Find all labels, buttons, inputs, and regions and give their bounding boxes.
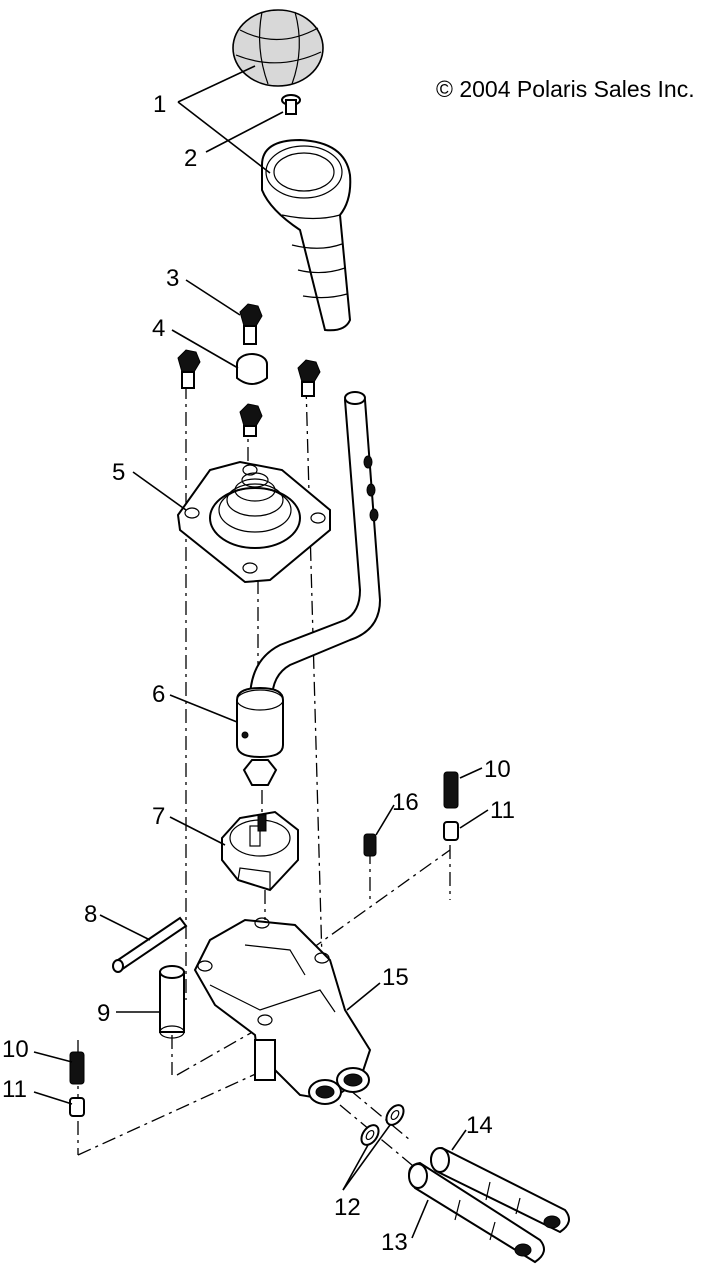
part-6-shift-lever	[236, 391, 382, 786]
part-11-detent-right	[443, 821, 459, 841]
part-2-screw	[281, 94, 301, 115]
part-5-boot-plate	[176, 460, 331, 584]
callout-8: 8	[84, 901, 97, 928]
part-7-selector-block	[221, 810, 299, 892]
part-16-spring	[363, 833, 377, 857]
callout-1: 1	[153, 91, 166, 118]
callout-labels: 1 2 3 4 5 6 7 8 9 10 11 16 10 11 15 12 1…	[2, 91, 515, 1256]
part-10-spring-right	[443, 771, 459, 809]
copyright-text: © 2004 Polaris Sales Inc.	[436, 76, 695, 102]
part-11-detent-left	[69, 1097, 85, 1117]
part-14-shift-rod	[430, 1146, 570, 1234]
callout-2: 2	[184, 145, 197, 172]
part-12-washers	[360, 1104, 405, 1146]
callout-3: 3	[166, 265, 179, 292]
callout-11-left: 11	[2, 1076, 27, 1103]
part-4-spacer	[236, 353, 268, 385]
part-1-shift-knob	[232, 9, 324, 87]
part-3-bolt	[239, 303, 263, 345]
callout-10-left: 10	[2, 1036, 29, 1063]
callout-16: 16	[392, 789, 419, 816]
callout-11-right: 11	[490, 797, 515, 824]
callout-9: 9	[97, 1000, 110, 1027]
callout-5: 5	[112, 459, 125, 486]
callout-13: 13	[381, 1229, 408, 1256]
part-10-spring-left	[69, 1051, 85, 1085]
callout-10-right: 10	[484, 756, 511, 783]
callout-12: 12	[334, 1194, 361, 1221]
callout-6: 6	[152, 681, 165, 708]
part-9-dowel	[159, 965, 185, 1039]
mounting-bolt-right	[297, 359, 321, 397]
callout-7: 7	[152, 803, 165, 830]
callout-15: 15	[382, 964, 409, 991]
callout-14: 14	[466, 1112, 493, 1139]
part-1-shift-grip	[261, 138, 352, 332]
mounting-bolt-center	[239, 403, 263, 437]
part-8-pin	[112, 916, 188, 973]
leader-lines	[33, 65, 489, 1239]
part-15-housing	[193, 917, 372, 1105]
part-13-shift-rod	[408, 1161, 545, 1264]
callout-4: 4	[152, 315, 165, 342]
mounting-bolt-left	[177, 349, 201, 389]
